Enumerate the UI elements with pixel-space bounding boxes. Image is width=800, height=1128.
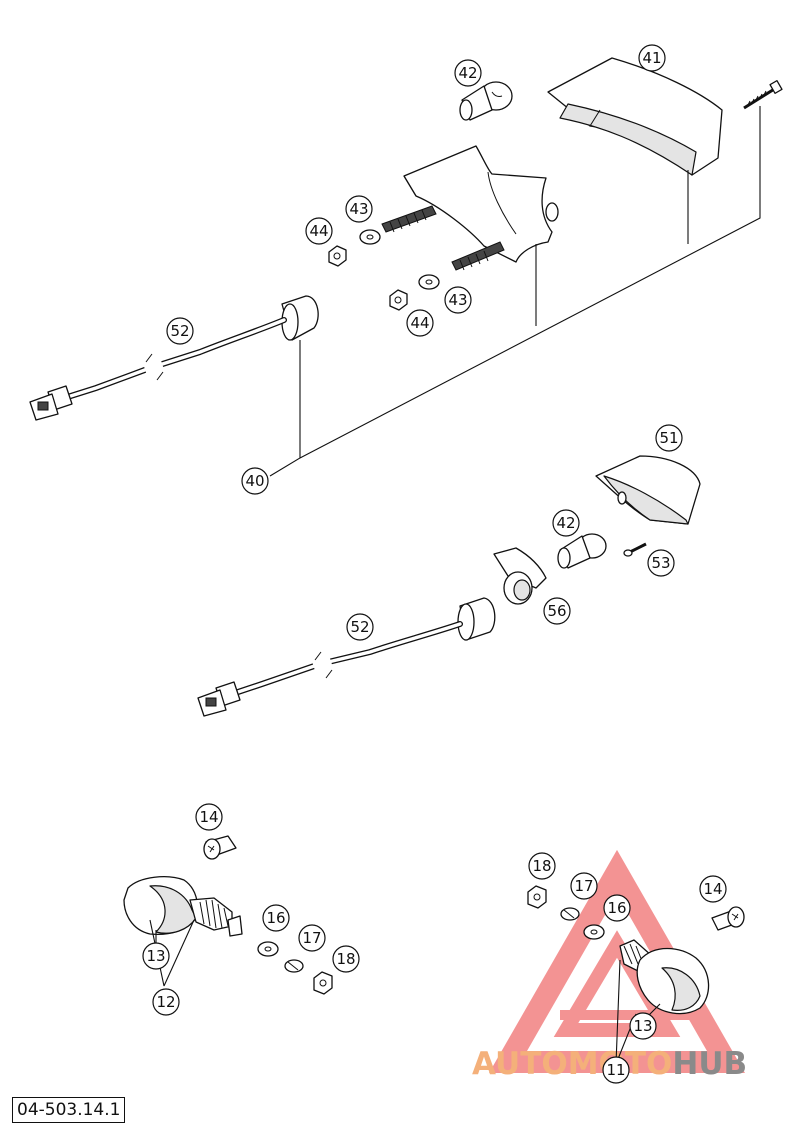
svg-text:56: 56 [547,602,566,620]
washer-upper [359,229,381,245]
callout-42-tail: 42 [454,59,482,87]
callout-40: 40 [241,467,269,495]
lock-washer-17-right [560,907,580,921]
bulb-holder [493,547,547,605]
svg-text:12: 12 [156,993,175,1011]
nut-18-left [313,971,333,995]
callout-52-lower: 52 [346,613,374,641]
callout-14-right: 14 [699,875,727,903]
svg-text:14: 14 [703,880,722,898]
callout-43-lower: 43 [444,286,472,314]
indicator-left [123,876,243,937]
svg-text:14: 14 [199,808,218,826]
svg-text:52: 52 [170,322,189,340]
svg-text:41: 41 [642,49,661,67]
svg-text:17: 17 [302,929,321,947]
housing-stud-lower [451,241,505,271]
callout-11: 11 [602,1056,630,1084]
callout-14-left: 14 [195,803,223,831]
callout-53: 53 [647,549,675,577]
svg-text:11: 11 [606,1061,625,1079]
nut-lower [389,289,408,311]
callout-44-lower: 44 [406,309,434,337]
washer-lower [418,274,440,290]
callout-42-plate: 42 [552,509,580,537]
watermark-text-hub: HUB [672,1046,747,1082]
svg-text:44: 44 [410,314,429,332]
lens-screw-small [623,542,647,557]
licence-plate-bulb [557,533,607,569]
tail-light-cable [29,295,319,421]
svg-text:42: 42 [556,514,575,532]
callout-17-left: 17 [298,924,326,952]
svg-text:18: 18 [336,950,355,968]
svg-text:43: 43 [349,200,368,218]
nut-18-right [527,885,547,909]
lock-washer-17-left [284,959,304,973]
washer-16-right [583,924,605,940]
callout-44-upper: 44 [305,217,333,245]
callout-18-right: 18 [528,852,556,880]
licence-plate-light-lens [595,455,701,525]
lens-screw [743,80,783,110]
licence-plate-cable [197,597,496,717]
svg-text:52: 52 [350,618,369,636]
svg-text:17: 17 [574,877,593,895]
svg-text:16: 16 [266,909,285,927]
indicator-bulb-right [711,906,745,931]
indicator-bulb-left [203,835,237,860]
svg-text:16: 16 [607,899,626,917]
callout-16-left: 16 [262,904,290,932]
svg-text:44: 44 [309,222,328,240]
callout-18-left: 18 [332,945,360,973]
svg-text:13: 13 [633,1017,652,1035]
svg-text:40: 40 [245,472,264,490]
housing-stud-upper [381,205,437,233]
watermark-text-automoto: AUTOMOTO [472,1046,672,1082]
svg-text:51: 51 [659,429,678,447]
svg-text:AUTOMOTOHUB: AUTOMOTOHUB [472,1046,747,1082]
leader-40 [269,106,761,477]
callout-43-upper: 43 [345,195,373,223]
svg-text:42: 42 [458,64,477,82]
callout-52-upper: 52 [166,317,194,345]
svg-text:13: 13 [146,947,165,965]
callout-56: 56 [543,597,571,625]
callout-13-right: 13 [629,1012,657,1040]
callout-41: 41 [638,44,666,72]
svg-text:43: 43 [448,291,467,309]
tail-light-housing [403,145,559,263]
callout-16-right: 16 [603,894,631,922]
callout-17-right: 17 [570,872,598,900]
svg-text:53: 53 [651,554,670,572]
callout-51: 51 [655,424,683,452]
nut-upper [328,245,347,267]
indicator-right [619,939,710,1015]
drawing-number: 04-503.14.1 [12,1097,126,1123]
svg-text:18: 18 [532,857,551,875]
washer-16-left [257,941,279,957]
tail-light-lens [547,57,723,176]
callout-13-left: 13 [142,942,170,970]
callout-12: 12 [152,988,180,1016]
tail-light-bulb [459,81,513,121]
